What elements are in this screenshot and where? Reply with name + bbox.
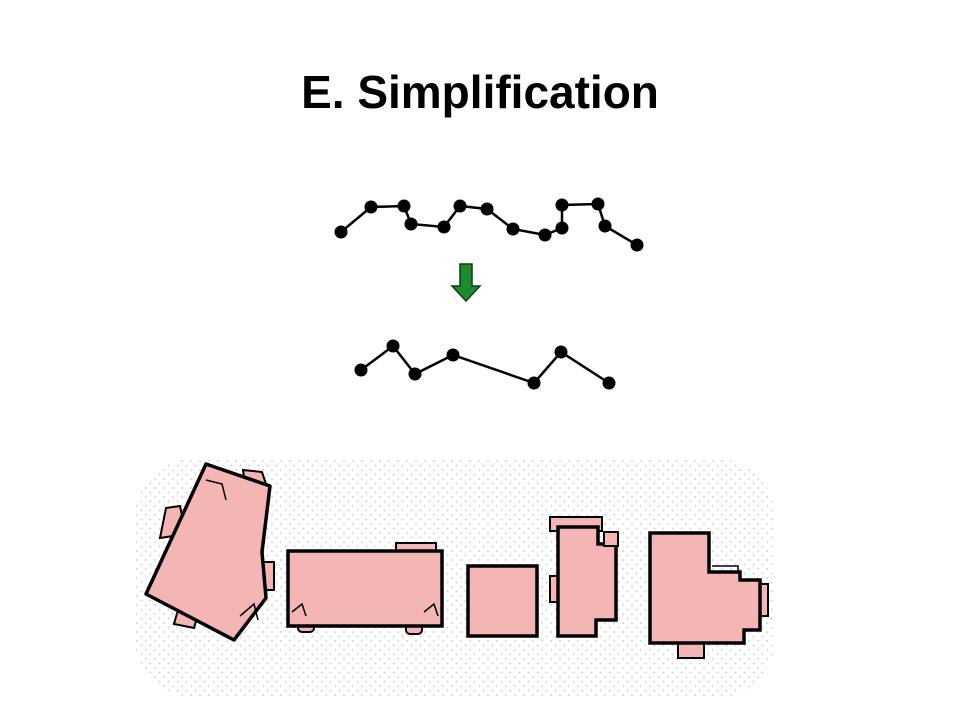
building-4 bbox=[549, 516, 619, 638]
vertex bbox=[404, 217, 418, 231]
vertex bbox=[437, 220, 451, 234]
building-5 bbox=[648, 531, 769, 659]
building-2 bbox=[286, 542, 444, 635]
arrow-down-icon bbox=[450, 263, 482, 303]
vertex bbox=[446, 348, 460, 362]
original-line bbox=[334, 197, 644, 252]
vertex bbox=[630, 238, 644, 252]
vertex bbox=[555, 198, 569, 212]
vertex bbox=[591, 197, 605, 211]
slide-title: E. Simplification bbox=[301, 66, 659, 118]
vertex bbox=[386, 339, 400, 353]
map-background bbox=[135, 458, 775, 698]
vertex bbox=[527, 376, 541, 390]
vertex bbox=[397, 199, 411, 213]
building-3 bbox=[466, 564, 539, 638]
vertex bbox=[506, 222, 520, 236]
vertex bbox=[364, 200, 378, 214]
vertex bbox=[598, 219, 612, 233]
vertex bbox=[554, 345, 568, 359]
vertex bbox=[453, 199, 467, 213]
building-1 bbox=[144, 462, 275, 642]
simplified-line-vertices bbox=[354, 339, 616, 390]
vertex bbox=[408, 367, 422, 381]
vertex bbox=[334, 225, 348, 239]
vertex bbox=[555, 221, 569, 235]
vertex bbox=[602, 376, 616, 390]
original-line-vertices bbox=[334, 197, 644, 252]
simplified-line-path bbox=[360, 344, 610, 385]
vertex bbox=[480, 202, 494, 216]
vertex bbox=[354, 363, 368, 377]
building-map bbox=[135, 458, 775, 698]
vertex bbox=[538, 228, 552, 242]
simplified-line bbox=[354, 339, 616, 390]
